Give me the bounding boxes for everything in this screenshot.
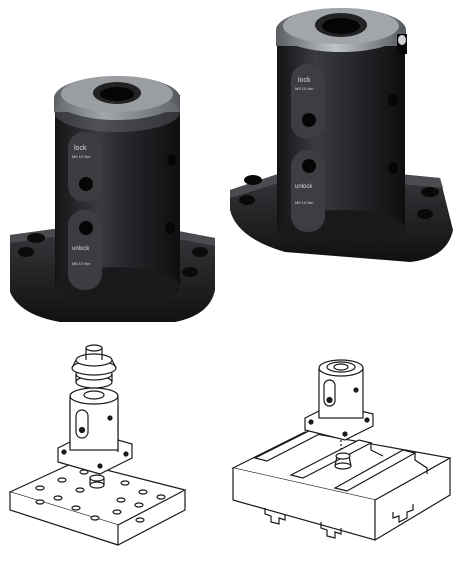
engraving-lock-right: lock	[298, 77, 311, 84]
line-drawing-grid-plate	[8, 344, 187, 546]
engraving-spec-top-right: M6 10 Nm	[295, 86, 314, 91]
engraving-unlock-left: unlock	[72, 246, 90, 252]
diagram-tslot-table	[225, 340, 459, 570]
engraving-unlock-right: unlock	[295, 184, 313, 190]
diagram-grid-plate	[0, 340, 200, 570]
clamp-body-left: lock M6 10 Nm unlock M6 10 Nm	[10, 76, 215, 322]
engraving-spec-bottom-right: M6 10 Nm	[295, 200, 314, 205]
engraving-lock-left: lock	[74, 145, 87, 152]
engraving-spec-top-left: M6 10 Nm	[72, 154, 91, 159]
product-photo-left: lock M6 10 Nm unlock M6 10 Nm	[0, 60, 230, 330]
engraving-spec-bottom-left: M6 10 Nm	[72, 261, 91, 266]
clamp-body-right: lock M6 10 Nm unlock M6 10 Nm	[230, 8, 453, 262]
product-photo-right: lock M6 10 Nm unlock M6 10 Nm	[225, 0, 459, 275]
line-drawing-tslot-table	[231, 359, 452, 541]
